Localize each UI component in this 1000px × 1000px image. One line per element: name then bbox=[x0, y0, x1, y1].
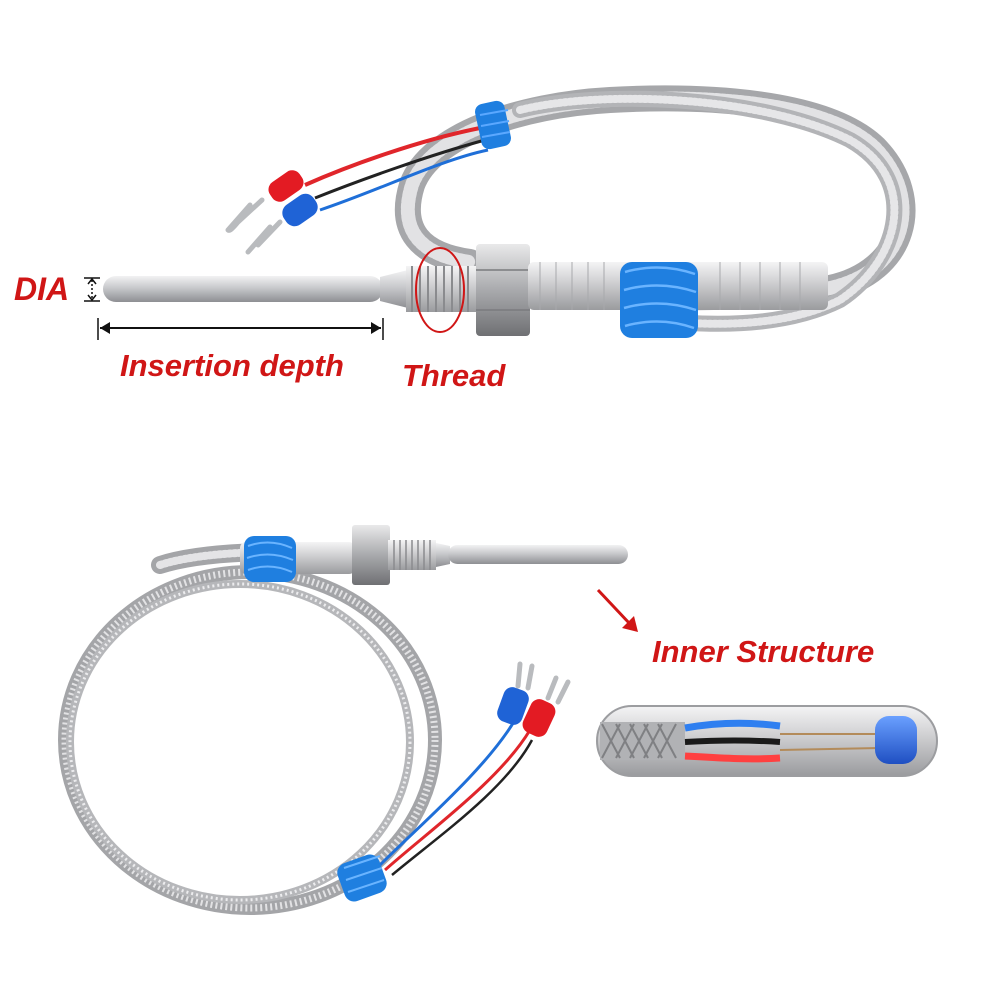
fork-terminal-icon bbox=[497, 661, 535, 725]
top-red-wire bbox=[304, 126, 481, 187]
top-thermocouple: DIA Insertion depth Thread bbox=[14, 85, 916, 393]
top-blue-tape-sleeve bbox=[620, 262, 698, 338]
bottom-hex-nut bbox=[352, 525, 390, 585]
top-hex-nut bbox=[476, 244, 530, 336]
thread-highlight-circle-icon bbox=[415, 247, 465, 333]
bottom-blue-tape-lower bbox=[337, 854, 387, 902]
bottom-red-wire bbox=[384, 729, 532, 872]
thread-label: Thread bbox=[402, 358, 506, 393]
inner-structure-cutaway bbox=[596, 705, 938, 777]
bottom-probe-rod bbox=[448, 545, 628, 564]
bottom-thermocouple: Inner Structure bbox=[58, 525, 938, 915]
insertion-depth-label: Insertion depth bbox=[120, 348, 344, 383]
top-blue-wire bbox=[319, 148, 489, 212]
top-blue-tape-upper bbox=[475, 100, 511, 150]
dia-label: DIA bbox=[14, 271, 69, 307]
red-arrow-icon bbox=[596, 588, 638, 632]
inner-structure-label: Inner Structure bbox=[652, 634, 874, 669]
dimension-arrow-icon bbox=[84, 277, 100, 302]
top-probe-rod bbox=[103, 276, 383, 302]
fork-terminal-icon bbox=[225, 170, 304, 233]
fork-terminal-icon bbox=[245, 193, 318, 255]
bottom-blue-tape-sleeve bbox=[244, 536, 296, 582]
dimension-arrow-icon bbox=[97, 318, 384, 340]
fork-terminal-icon bbox=[522, 675, 571, 737]
bottom-black-wire bbox=[391, 739, 534, 876]
top-black-wire bbox=[314, 138, 486, 200]
bottom-blue-wire bbox=[378, 719, 517, 867]
